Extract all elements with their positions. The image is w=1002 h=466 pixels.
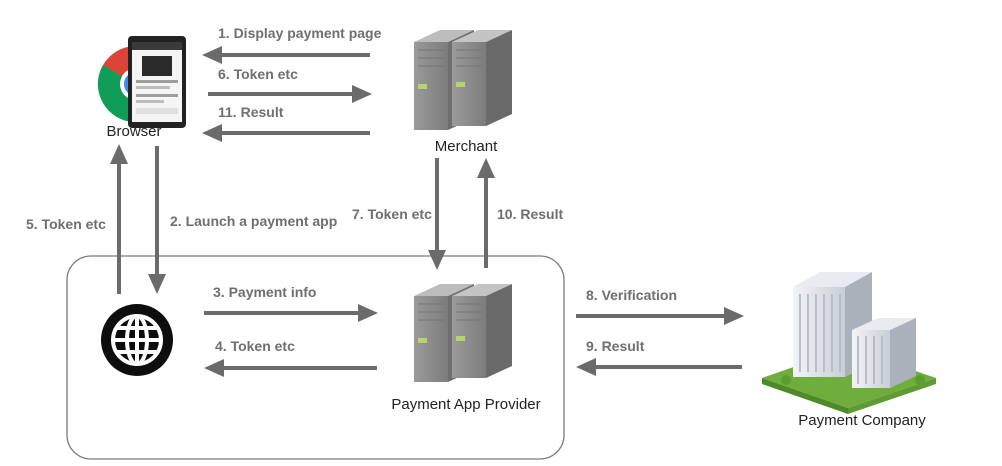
payment-company-label: Payment Company [798,412,926,429]
phone-icon [128,36,186,128]
step-5-label: 5. Token etc [26,216,106,232]
arrow-step-11 [202,124,370,142]
arrow-step-7 [428,158,446,270]
globe-icon [101,304,173,376]
arrow-step-4 [204,359,377,377]
arrow-step-1 [202,46,370,64]
step-10-label: 10. Result [497,206,563,222]
arrow-step-5 [110,144,128,294]
arrow-step-8 [576,307,744,325]
payment-app-group-box [66,255,565,460]
step-2-label: 2. Launch a payment app [170,213,337,229]
arrow-step-10 [477,158,495,268]
browser-label: Browser [106,123,161,140]
arrow-step-9 [576,358,742,376]
step-6-label: 6. Token etc [218,66,298,82]
merchant-server-icon [414,30,512,130]
step-3-label: 3. Payment info [213,284,316,300]
step-11-label: 11. Result [218,104,284,120]
step-4-label: 4. Token etc [215,338,295,354]
payment-app-provider-label: Payment App Provider [391,396,540,413]
step-9-label: 9. Result [586,338,645,354]
step-7-label: 7. Token etc [352,206,432,222]
office-building-icon [762,272,936,414]
step-1-label: 1. Display payment page [218,25,382,41]
arrow-step-2 [148,146,166,294]
merchant-label: Merchant [435,138,498,155]
arrow-step-3 [204,304,378,322]
provider-server-icon [414,284,512,382]
step-8-label: 8. Verification [586,287,677,303]
arrow-step-6 [208,85,372,103]
